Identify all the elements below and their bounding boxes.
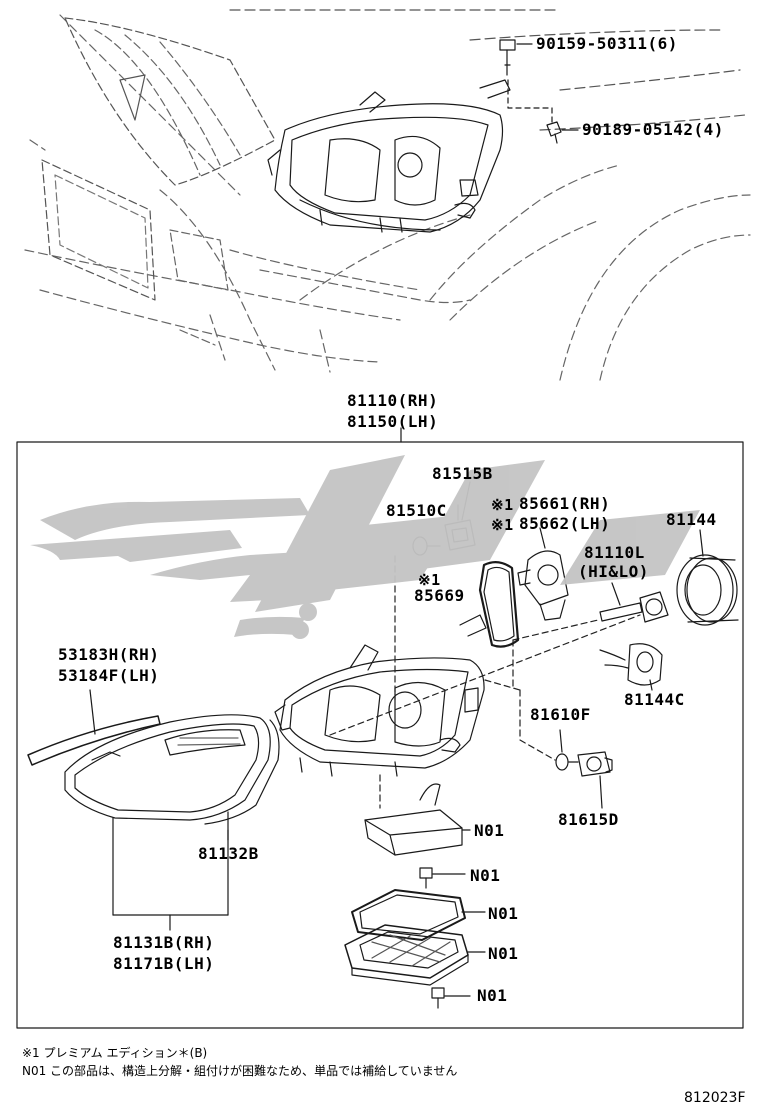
side-socket — [577, 751, 613, 809]
label-cap: 81144C — [624, 690, 685, 709]
label-bulb-rh-mark: ※1 — [491, 496, 514, 514]
label-hid-part: 81110L — [584, 543, 645, 562]
screw-upper — [419, 867, 466, 889]
label-screw-a: N01 — [470, 866, 501, 885]
label-side-bulb: 81610F — [530, 705, 591, 724]
label-screw-b: N01 — [477, 986, 508, 1005]
trim-strip — [27, 689, 161, 766]
label-assembly-rh: 81110(RH) — [347, 391, 439, 410]
assembly-frame — [16, 441, 744, 1029]
frame-gasket — [351, 889, 486, 941]
label-bulb-lh-mark: ※1 — [491, 516, 514, 534]
label-bulb-small: 81510C — [386, 501, 447, 520]
cap-81144c — [599, 643, 663, 691]
ballast-unit — [364, 783, 471, 856]
bulb-85661 — [517, 527, 569, 621]
side-bulb — [555, 729, 579, 771]
footnote-premium-edition: ※1 プレミアム エディション＊(B) — [22, 1046, 208, 1060]
ballast-cover — [344, 924, 486, 986]
vehicle-front-illustration — [24, 9, 751, 381]
label-bolt-top: 90159-50311(6) — [536, 34, 678, 53]
label-bulb-lh: 85662(LH) — [519, 514, 611, 533]
label-cover: N01 — [488, 944, 519, 963]
label-bulb-rh: 85661(RH) — [519, 494, 611, 513]
label-gasket-mark: ※1 — [418, 571, 441, 589]
label-socket-top: 81515B — [432, 464, 493, 483]
label-gasket: 85669 — [414, 586, 465, 605]
label-seal: 81132B — [198, 844, 259, 863]
label-bolt-second: 90189-05142(4) — [582, 120, 724, 139]
label-side-socket: 81615D — [558, 810, 619, 829]
gasket-85669 — [478, 561, 520, 648]
headlamp-housing — [274, 614, 487, 777]
label-hid-note: (HI&LO) — [578, 562, 649, 581]
label-trim-lh: 53184F(LH) — [58, 666, 160, 685]
headlamp-lens — [64, 714, 280, 931]
watermark-logo — [30, 455, 700, 639]
label-lens-rh: 81131B(RH) — [113, 933, 215, 952]
label-ring: 81144 — [666, 510, 717, 529]
reference-code: 812023F — [684, 1090, 746, 1106]
label-assembly-lh: 81150(LH) — [347, 412, 439, 431]
label-ballast: N01 — [474, 821, 505, 840]
screw-lower — [431, 987, 471, 1009]
label-lens-lh: 81171B(LH) — [113, 954, 215, 973]
hid-bulb — [599, 582, 669, 623]
footnote-n01-supply: N01 この部品は、構造上分解・組付けが困難なため、単品では補給していません — [22, 1064, 458, 1078]
label-trim-rh: 53183H(RH) — [58, 645, 160, 664]
label-frame: N01 — [488, 904, 519, 923]
ring-81144 — [676, 529, 739, 626]
